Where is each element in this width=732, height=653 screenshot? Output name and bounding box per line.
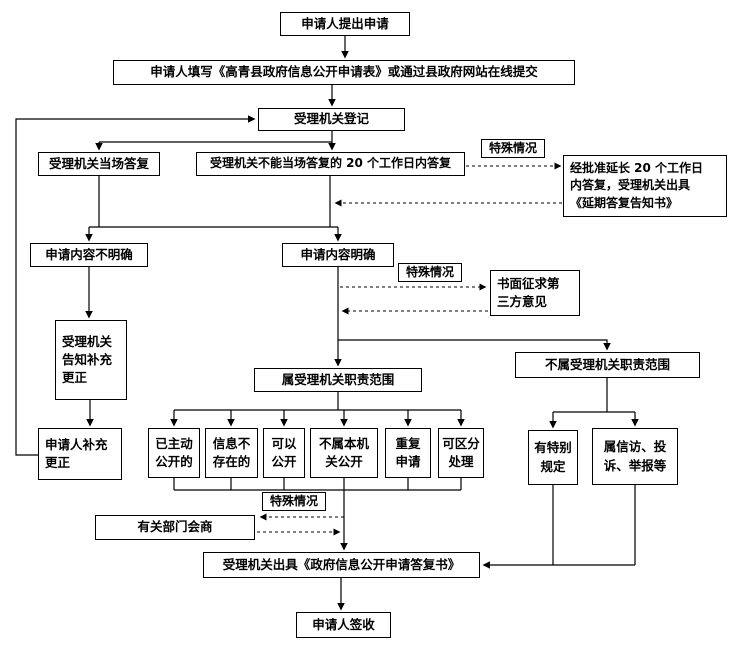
label-special-case-2: 特殊情况	[398, 263, 462, 282]
node-register: 受理机关登记	[258, 108, 405, 131]
node-separable-handling: 可区分 处理	[438, 428, 484, 478]
dotted-connectors	[257, 162, 562, 536]
node-notify-supplement: 受理机关 告知补充 更正	[55, 320, 127, 400]
node-applicant-submit: 申请人提出申请	[280, 12, 410, 36]
node-onspot-reply: 受理机关当场答复	[38, 152, 160, 176]
node-can-disclose: 可以 公开	[263, 428, 305, 478]
node-petition-complaint: 属信访、投 诉、举报等	[592, 428, 678, 485]
node-applicant-supplement: 申请人补充 更正	[38, 428, 122, 480]
node-department-consultation: 有关部门会商	[95, 515, 255, 540]
node-applicant-sign: 申请人签收	[296, 612, 391, 638]
label-special-case-3: 特殊情况	[262, 492, 326, 511]
node-extended-reply: 经批准延长 20 个工作日 内答复，受理机关出具 《延期答复告知书》	[563, 155, 727, 217]
solid-connectors	[15, 36, 639, 611]
node-repeat-application: 重复 申请	[385, 428, 431, 478]
node-special-provisions: 有特别 规定	[528, 430, 578, 485]
label-special-case-1: 特殊情况	[481, 139, 545, 158]
node-content-unclear: 申请内容不明确	[30, 243, 148, 267]
node-third-party-opinion: 书面征求第 三方意见	[490, 270, 580, 316]
node-in-scope: 属受理机关职责范围	[254, 368, 422, 392]
node-fill-application-form: 申请人填写《高青县政府信息公开申请表》或通过县政府网站在线提交	[113, 60, 575, 85]
node-already-public: 已主动 公开的	[148, 428, 200, 478]
node-not-this-authority: 不属本机 关公开	[310, 428, 378, 478]
node-content-clear: 申请内容明确	[282, 243, 394, 267]
node-info-not-exist: 信息不 存在的	[205, 428, 258, 478]
node-out-of-scope: 不属受理机关职责范围	[515, 352, 700, 378]
node-issue-reply: 受理机关出具《政府信息公开申请答复书》	[203, 552, 480, 578]
node-reply-within-20-days: 受理机关不能当场答复的 20 个工作日内答复	[196, 152, 465, 176]
